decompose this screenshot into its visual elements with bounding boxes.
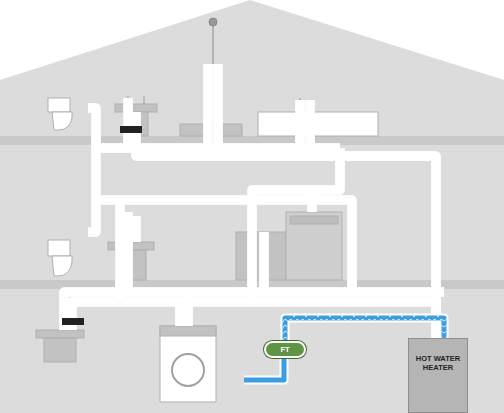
shutoff-valves-part [62,318,84,325]
pipes-cold-part [244,358,284,380]
fixtures-part [172,354,204,386]
node-label: FT [280,345,289,354]
fixtures-part [115,104,157,112]
fixtures-part [213,26,214,64]
pipes-hot [64,64,444,338]
shutoff-valves [62,126,142,325]
fixtures-part [48,98,70,112]
pipes-hot-part [64,64,444,338]
pipes-hot-part [64,64,444,338]
fixtures-part [36,330,84,338]
fixtures-part [52,112,72,130]
water-heater: HOT WATER HEATER [408,338,468,413]
shutoff-valves-part [120,126,142,133]
fixtures-part [48,240,70,256]
fixtures-part [209,18,217,26]
flow-meter: FT [264,341,306,358]
fixtures-part [52,256,72,276]
fixtures-part [290,216,338,224]
pipes-cold-part [244,358,284,380]
pipes-hot-part [64,64,444,338]
fixtures-part [258,112,378,136]
fixtures-part [44,338,76,362]
node-label: HOT WATER HEATER [413,355,463,372]
fixtures-part [160,326,216,402]
fixtures-part [160,326,216,336]
fixtures-part [286,212,342,280]
